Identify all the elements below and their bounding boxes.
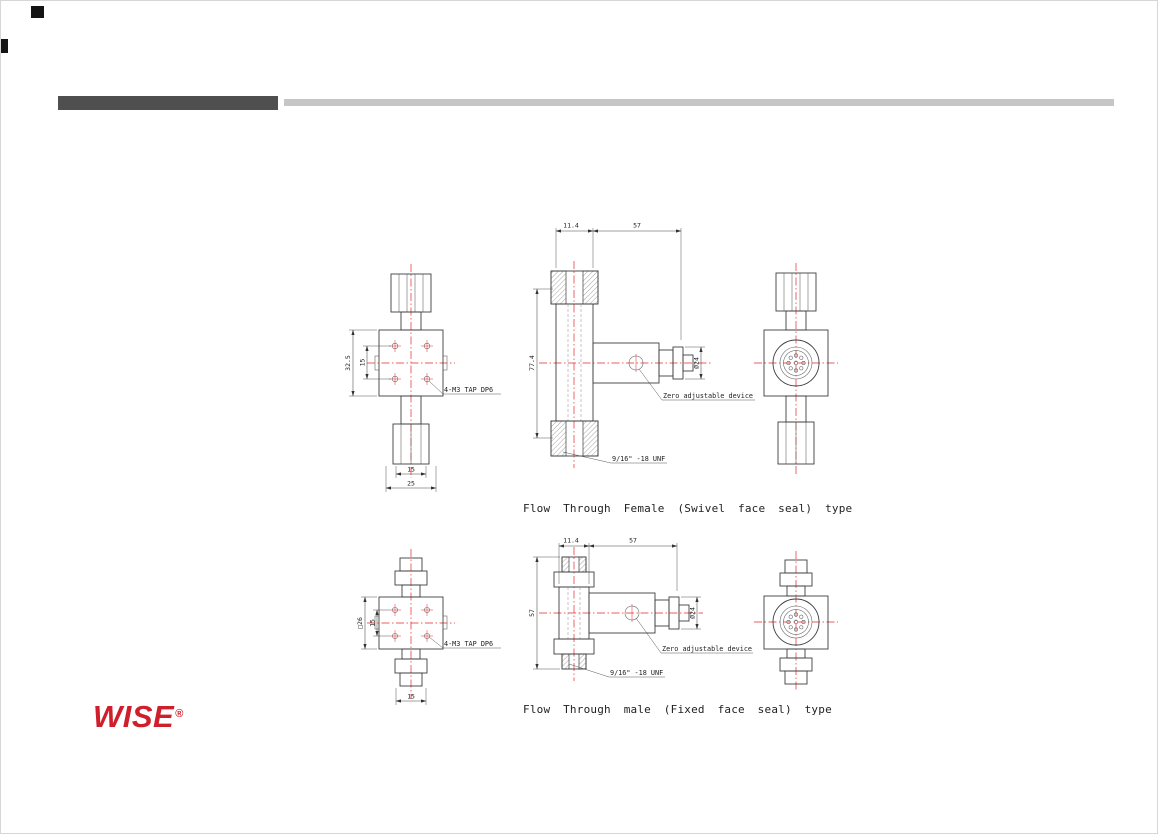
wise-logo: WISE® (93, 701, 184, 732)
connector-pin (799, 366, 804, 371)
dim-nut-width: 25 (407, 480, 415, 488)
connector-pin (794, 627, 798, 632)
connector-pin (799, 355, 804, 360)
connector-pin (788, 355, 793, 360)
dim-hole-spacing-v: 15 (369, 619, 377, 627)
tap-label: 4-M3 TAP DP6 (444, 386, 493, 394)
dim-hole-spacing-v: 15 (359, 359, 367, 367)
connector-pin (794, 353, 798, 358)
connector-pin (786, 620, 791, 624)
dim-body-length: 57 (629, 537, 637, 545)
connector-tip (678, 604, 690, 622)
thread-stub-bottom (784, 670, 808, 685)
connector-pin (794, 612, 798, 617)
registered-mark: ® (175, 708, 184, 720)
connector-pin (794, 368, 798, 373)
dim-hole-spacing-h: 15 (407, 693, 415, 701)
dim-body-length: 57 (633, 222, 641, 230)
dim-pipe-width: 11.4 (563, 222, 579, 230)
header-rule (284, 99, 1114, 106)
connector-pin (799, 614, 804, 619)
male-thread-bottom (561, 653, 587, 670)
dim-hole-spacing-h: 15 (407, 466, 415, 474)
connector-pin (788, 366, 793, 371)
thread-stub-bottom (399, 672, 423, 687)
connector-pin (801, 620, 806, 624)
dim-body-height: 32.5 (344, 355, 352, 371)
male-front-view: □26 15 15 4-M3 TAP DP6 (356, 549, 501, 705)
connector-face (772, 339, 820, 387)
swivel-nut-bottom-section (550, 420, 599, 457)
female-front-view: 32.5 15 15 25 4-M3 TAP DP6 (344, 264, 501, 492)
female-type-caption: Flow Through Female (Swivel face seal) t… (523, 502, 853, 515)
dim-overall-height: 77.4 (528, 355, 536, 371)
female-end-view (754, 263, 838, 474)
female-side-view: Zero adjustable device 9/16" -18 UNF 11.… (528, 222, 755, 468)
dim-pipe-width: 11.4 (563, 537, 579, 545)
male-type-drawing: □26 15 15 4-M3 TAP DP6 (356, 537, 838, 705)
connector-pin (788, 614, 793, 619)
tap-label: 4-M3 TAP DP6 (444, 640, 493, 648)
edge-print-mark (1, 39, 8, 53)
male-end-view (754, 551, 838, 691)
male-side-view: Zero adjustable device 9/16" -18 UNF 11.… (528, 537, 753, 681)
female-type-drawing: 32.5 15 15 25 4-M3 TAP DP6 (344, 222, 838, 492)
dim-connector-dia: Ø24 (693, 357, 701, 369)
connector-tip (682, 354, 694, 372)
dim-connector-dia: Ø24 (689, 607, 697, 619)
connector-pin (786, 361, 791, 365)
zero-adjust-label: Zero adjustable device (662, 645, 752, 653)
header-bar (58, 96, 278, 110)
zero-adjust-label: Zero adjustable device (663, 392, 753, 400)
corner-print-mark (31, 6, 44, 18)
connector-face (772, 598, 820, 646)
connector-pin (799, 625, 804, 630)
connector-pin (801, 361, 806, 365)
thread-label: 9/16" -18 UNF (610, 669, 663, 677)
thread-label: 9/16" -18 UNF (612, 455, 665, 463)
dim-overall-height: 57 (528, 609, 536, 617)
flow-pipe (555, 303, 594, 422)
connector-pin (788, 625, 793, 630)
dim-body-square: □26 (356, 617, 364, 629)
male-type-caption: Flow Through male (Fixed face seal) type (523, 703, 832, 716)
wise-logo-text: WISE (93, 699, 175, 734)
